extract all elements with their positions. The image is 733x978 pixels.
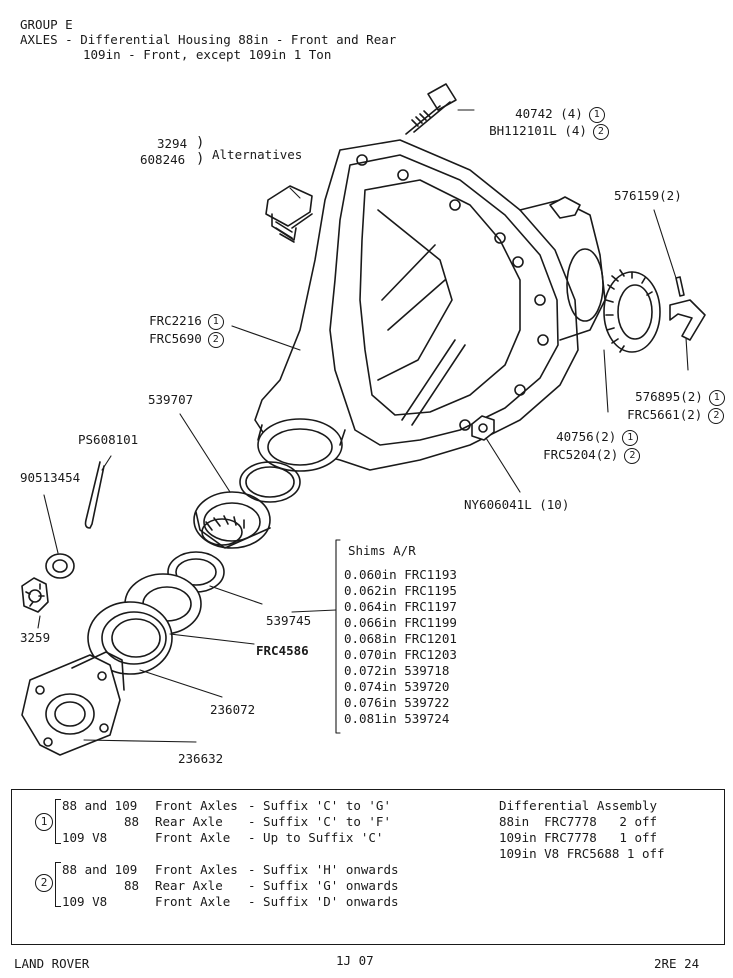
callout-plug-b: 608246 xyxy=(140,152,186,167)
brace-bottom: ) xyxy=(196,151,205,167)
flange-drawing xyxy=(21,651,125,756)
housing-drawing xyxy=(254,139,606,472)
footer-code: 2RE 24 xyxy=(654,956,700,971)
legend-g2-axle: Rear Axle xyxy=(155,878,223,893)
callout-bolt-b: BH112101L (4)2 xyxy=(474,108,609,140)
legend-g2-axle: Front Axles xyxy=(155,862,238,877)
split-pin-drawing xyxy=(84,461,105,529)
legend-g2-model: 109 V8 xyxy=(62,894,108,909)
callout-oilseal: 236072 xyxy=(210,702,256,717)
legend-g1-model: 88 xyxy=(124,814,140,829)
shim-item: 0.060in FRC1193 xyxy=(344,567,457,582)
legend-g2-suffix: - Suffix 'G' onwards xyxy=(248,878,399,893)
shim-item: 0.066in FRC1199 xyxy=(344,615,457,630)
legend-g1-axle: Front Axle xyxy=(155,830,231,845)
callout-bearing: 539707 xyxy=(148,392,194,407)
legend-g1-axle: Front Axles xyxy=(155,798,238,813)
marker-1-icon: 1 xyxy=(622,429,639,446)
oil-seal-drawing xyxy=(87,601,173,675)
assembly-row: 109in FRC7778 1 off xyxy=(499,830,658,845)
callout-lock-b: FRC5661(2)2 xyxy=(612,392,725,424)
callout-pin: 576159(2) xyxy=(614,188,682,203)
footer-brand: LAND ROVER xyxy=(14,956,90,971)
callout-seal: FRC4586 xyxy=(256,643,309,658)
callout-plug-note: Alternatives xyxy=(212,147,303,162)
adjuster-ring-drawing xyxy=(603,269,661,353)
callout-splitpin: PS608101 xyxy=(78,432,139,447)
applicability-legend xyxy=(11,789,725,945)
assembly-row: 88in FRC7778 2 off xyxy=(499,814,658,829)
shim-item: 0.076in 539722 xyxy=(344,695,450,710)
shim-item: 0.072in 539718 xyxy=(344,663,450,678)
group2-bracket xyxy=(55,862,61,907)
roll-pin-drawing xyxy=(675,276,685,297)
marker-1-icon: 1 xyxy=(588,106,605,123)
footer-page-ref: 1J 07 xyxy=(336,953,374,968)
callout-nut: NY606041L (10) xyxy=(464,497,570,512)
legend-g1-model: 88 and 109 xyxy=(62,798,138,813)
shim-item: 0.062in FRC1195 xyxy=(344,583,457,598)
callout-washer: 90513454 xyxy=(20,470,81,485)
shim-item: 0.070in FRC1203 xyxy=(344,647,457,662)
callout-castlenut: 3259 xyxy=(20,630,51,645)
lock-tab-drawing xyxy=(669,299,706,341)
shim-item: 0.074in 539720 xyxy=(344,679,450,694)
castle-nut-drawing xyxy=(21,577,49,613)
marker-1-icon: 1 xyxy=(708,389,725,406)
group-heading: GROUP E xyxy=(20,17,73,32)
legend-g2-suffix: - Suffix 'H' onwards xyxy=(248,862,399,877)
marker-1-icon: 1 xyxy=(35,813,53,831)
group1-bracket xyxy=(55,799,61,844)
assembly-title: Differential Assembly xyxy=(499,798,658,813)
callout-flange: 236632 xyxy=(178,751,224,766)
callout-bolt-a: 40742 (4)1 xyxy=(500,91,605,123)
callout-spacer: 539745 xyxy=(266,613,312,628)
shim-item: 0.081in 539724 xyxy=(344,711,450,726)
shims-list: 0.060in FRC1193 0.062in FRC1195 0.064in … xyxy=(344,567,457,727)
shim-item: 0.068in FRC1201 xyxy=(344,631,457,646)
marker-2-icon: 2 xyxy=(207,331,224,348)
legend-g2-suffix: - Suffix 'D' onwards xyxy=(248,894,399,909)
page-subtitle: 109in - Front, except 109in 1 Ton xyxy=(83,47,332,62)
bearing-drawing xyxy=(193,491,271,549)
marker-2-icon: 2 xyxy=(708,407,725,424)
callout-adjuster-a: 40756(2)1 xyxy=(541,414,639,446)
washer-drawing xyxy=(45,553,75,579)
legend-g1-suffix: - Suffix 'C' to 'F' xyxy=(248,814,391,829)
page-title: AXLES - Differential Housing 88in - Fron… xyxy=(20,32,397,47)
callout-lock-a: 576895(2)1 xyxy=(620,374,725,406)
callout-adjuster-b: FRC5204(2)2 xyxy=(528,432,641,464)
legend-g1-suffix: - Suffix 'C' to 'G' xyxy=(248,798,391,813)
marker-2-icon: 2 xyxy=(35,874,53,892)
legend-g2-axle: Front Axle xyxy=(155,894,231,909)
legend-g2-model: 88 and 109 xyxy=(62,862,138,877)
brace-top: ) xyxy=(196,135,205,151)
legend-g1-model: 109 V8 xyxy=(62,830,108,845)
stud-nut-drawing xyxy=(471,415,495,441)
shims-title: Shims A/R xyxy=(348,543,416,558)
plug-drawing xyxy=(265,185,313,243)
marker-2-icon: 2 xyxy=(592,123,609,140)
legend-g2-model: 88 xyxy=(124,878,140,893)
callout-plug-a: 3294 xyxy=(157,136,188,151)
bolt-drawing xyxy=(405,83,457,135)
legend-g1-suffix: - Up to Suffix 'C' xyxy=(248,830,384,845)
marker-1-icon: 1 xyxy=(207,313,224,330)
legend-g1-axle: Rear Axle xyxy=(155,814,223,829)
spacer-ring-drawing xyxy=(239,461,301,503)
marker-2-icon: 2 xyxy=(624,447,641,464)
shim-item: 0.064in FRC1197 xyxy=(344,599,457,614)
assembly-row: 109in V8 FRC5688 1 off xyxy=(499,846,665,861)
